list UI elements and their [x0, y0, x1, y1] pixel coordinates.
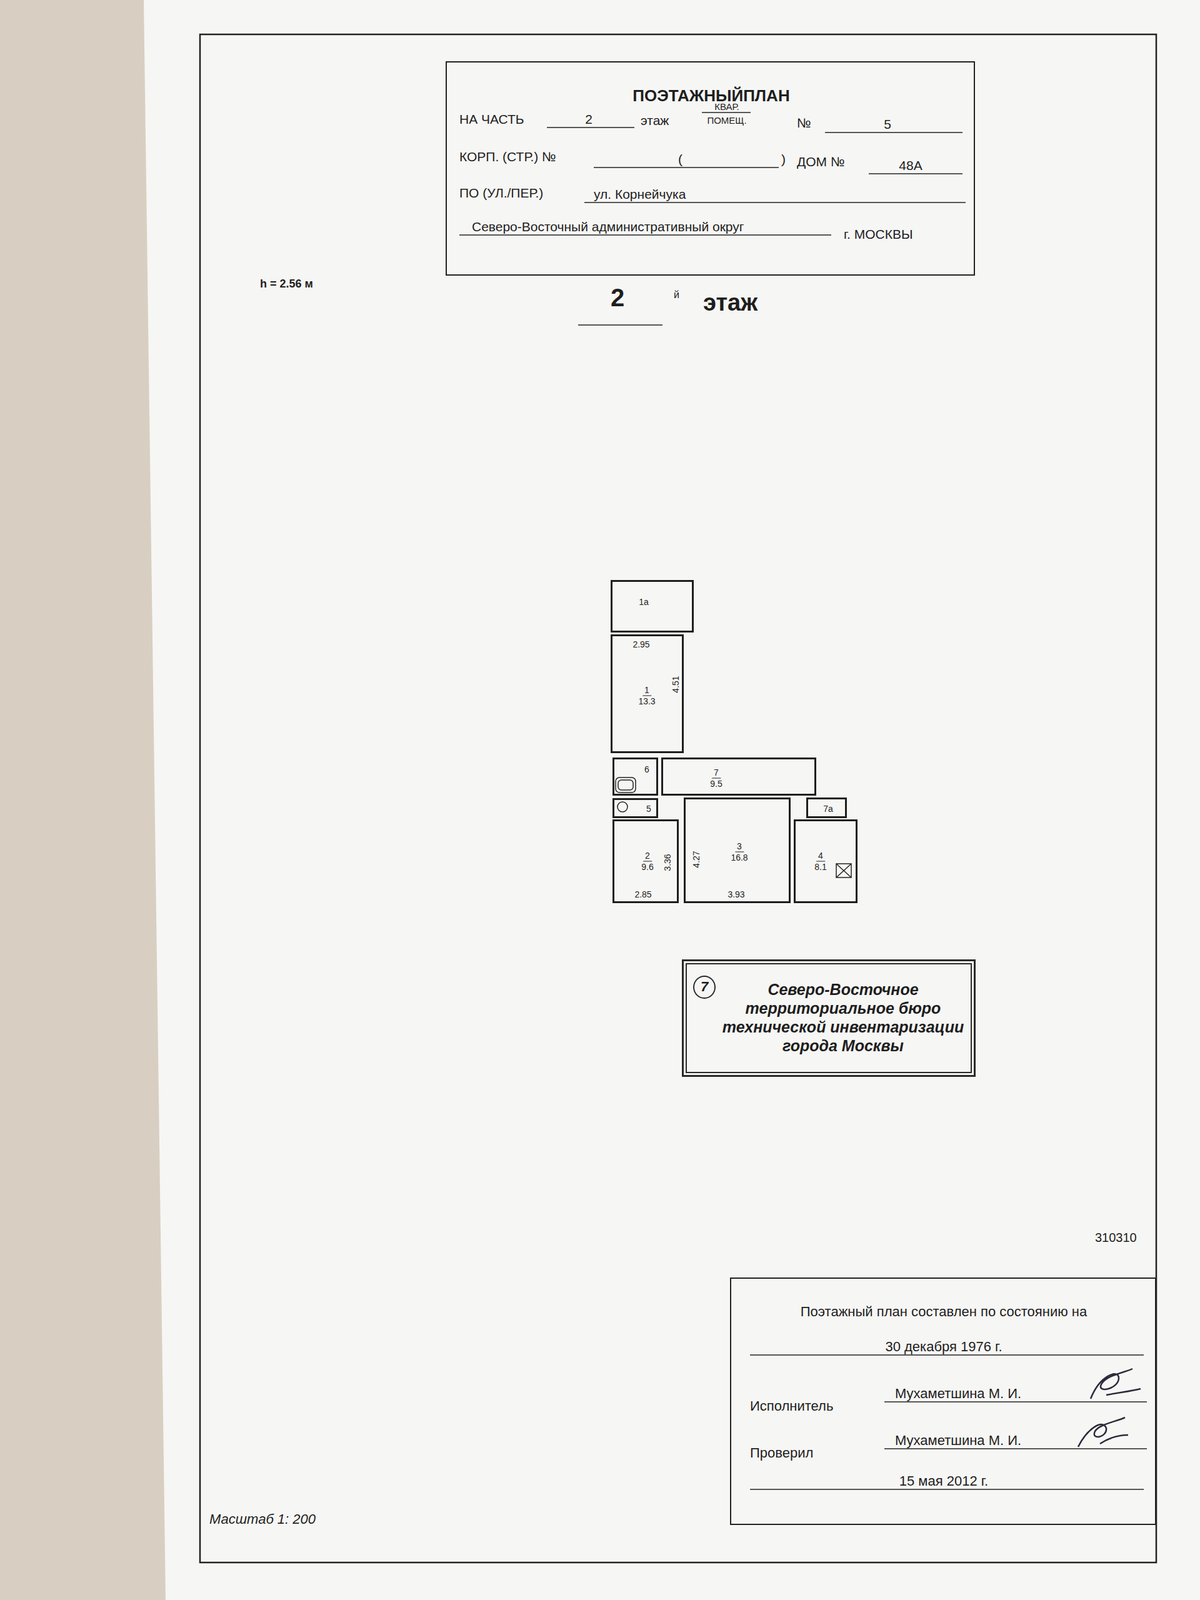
dimension: 2.95 [632, 639, 650, 650]
field-value: ) [781, 151, 786, 167]
field-value: 2 [585, 111, 593, 127]
field-label: ДОМ № [796, 153, 845, 170]
field-label: Проверил [750, 1445, 814, 1462]
room-number: 7 [711, 767, 721, 779]
room: 79.5 [661, 757, 817, 796]
field-label: этаж [640, 112, 669, 129]
field-value: 48А [898, 157, 922, 174]
field-value: ул. Корнейчука [593, 186, 686, 202]
room: 6 [612, 757, 659, 796]
document-code: 310310 [1095, 1230, 1137, 1245]
header-box: ПОЭТАЖНЫЙПЛАН НА ЧАСТЬ 2 этаж КВАР. ПОМЕЩ. № 5К… [445, 61, 975, 276]
room: 7а [806, 797, 847, 819]
date-value: 30 декабря 1976 г. [885, 1338, 1002, 1355]
note-text: Поэтажный план составлен по состоянию на [800, 1303, 1087, 1320]
room-number: 3 [735, 841, 744, 853]
field-label: Исполнитель [750, 1398, 834, 1415]
room-label: 316.8 [728, 841, 750, 864]
dimension: 2.85 [634, 889, 652, 900]
room-label: 5 [644, 803, 654, 815]
field-label: ПО (УЛ./ПЕР.) [459, 185, 544, 201]
field-value: 5 [883, 116, 892, 132]
stamp-circle: 7 [693, 975, 716, 999]
floor-word: этаж [703, 288, 758, 318]
dimension: 4.27 [691, 851, 702, 869]
floor-suffix: й [673, 288, 680, 301]
room-number: 6 [642, 764, 652, 775]
room: 113.3 [610, 634, 684, 754]
stamp-box: Северо-Восточное территориальное бюро те… [681, 959, 976, 1077]
person-name: Мухаметшина М. И. [895, 1432, 1022, 1449]
dimension: 4.51 [670, 676, 682, 694]
date-value: 15 мая 2012 г. [899, 1473, 989, 1490]
dimension: 3.93 [727, 889, 745, 900]
room-number: 4 [816, 850, 825, 862]
field-label: НА ЧАСТЬ [459, 111, 525, 127]
room-label: 29.6 [639, 850, 655, 873]
room-area: 8.1 [812, 861, 829, 873]
field-value: ( [678, 151, 683, 167]
room-label: 79.5 [708, 767, 724, 790]
scale-note: Масштаб 1: 200 [209, 1511, 316, 1528]
person-name: Мухаметшина М. И. [895, 1385, 1022, 1402]
field-label: КОРП. (СТР.) № [459, 148, 557, 165]
room-label: 48.1 [812, 850, 829, 873]
room-number: 1а [636, 596, 651, 608]
room: 48.1 [793, 819, 858, 904]
room-area: 13.3 [636, 696, 657, 707]
stamp-text: Северо-Восточное территориальное бюро те… [715, 980, 972, 1055]
room-label: 6 [642, 764, 652, 775]
room-number: 1 [642, 685, 652, 697]
field-label: ПОМЕЩ. [706, 115, 747, 127]
signature-box: Поэтажный план составлен по состоянию на… [730, 1277, 1157, 1525]
ceiling-height: h = 2.56 м [260, 277, 314, 292]
room-label: 113.3 [636, 685, 657, 707]
signatures [1078, 1368, 1141, 1447]
room-area: 16.8 [728, 852, 750, 864]
field-label: № [796, 115, 812, 131]
room-area: 9.6 [639, 861, 655, 873]
field-value: Северо-Восточный административный округ [471, 218, 744, 235]
room-area: 9.5 [708, 778, 724, 790]
field-label: г. МОСКВЫ [843, 226, 914, 242]
room-number: 2 [643, 850, 652, 862]
page-frame [200, 34, 1157, 1563]
room-number: 7а [821, 803, 835, 815]
dimension: 3.36 [662, 854, 674, 872]
room: 1а [610, 580, 694, 633]
plan-title: ПОЭТАЖНЫЙПЛАН [632, 86, 790, 106]
paper-sheet [143, 0, 1200, 1600]
room-label: 7а [821, 803, 835, 815]
room-number: 5 [644, 803, 654, 815]
form-underlines [459, 112, 1147, 1490]
room: 316.8 [683, 797, 791, 904]
room-label: 1а [636, 596, 651, 608]
floor-number: 2 [610, 282, 625, 313]
room: 5 [612, 798, 659, 819]
stamp-number: 7 [700, 978, 709, 995]
field-label: КВАР. [714, 101, 740, 113]
